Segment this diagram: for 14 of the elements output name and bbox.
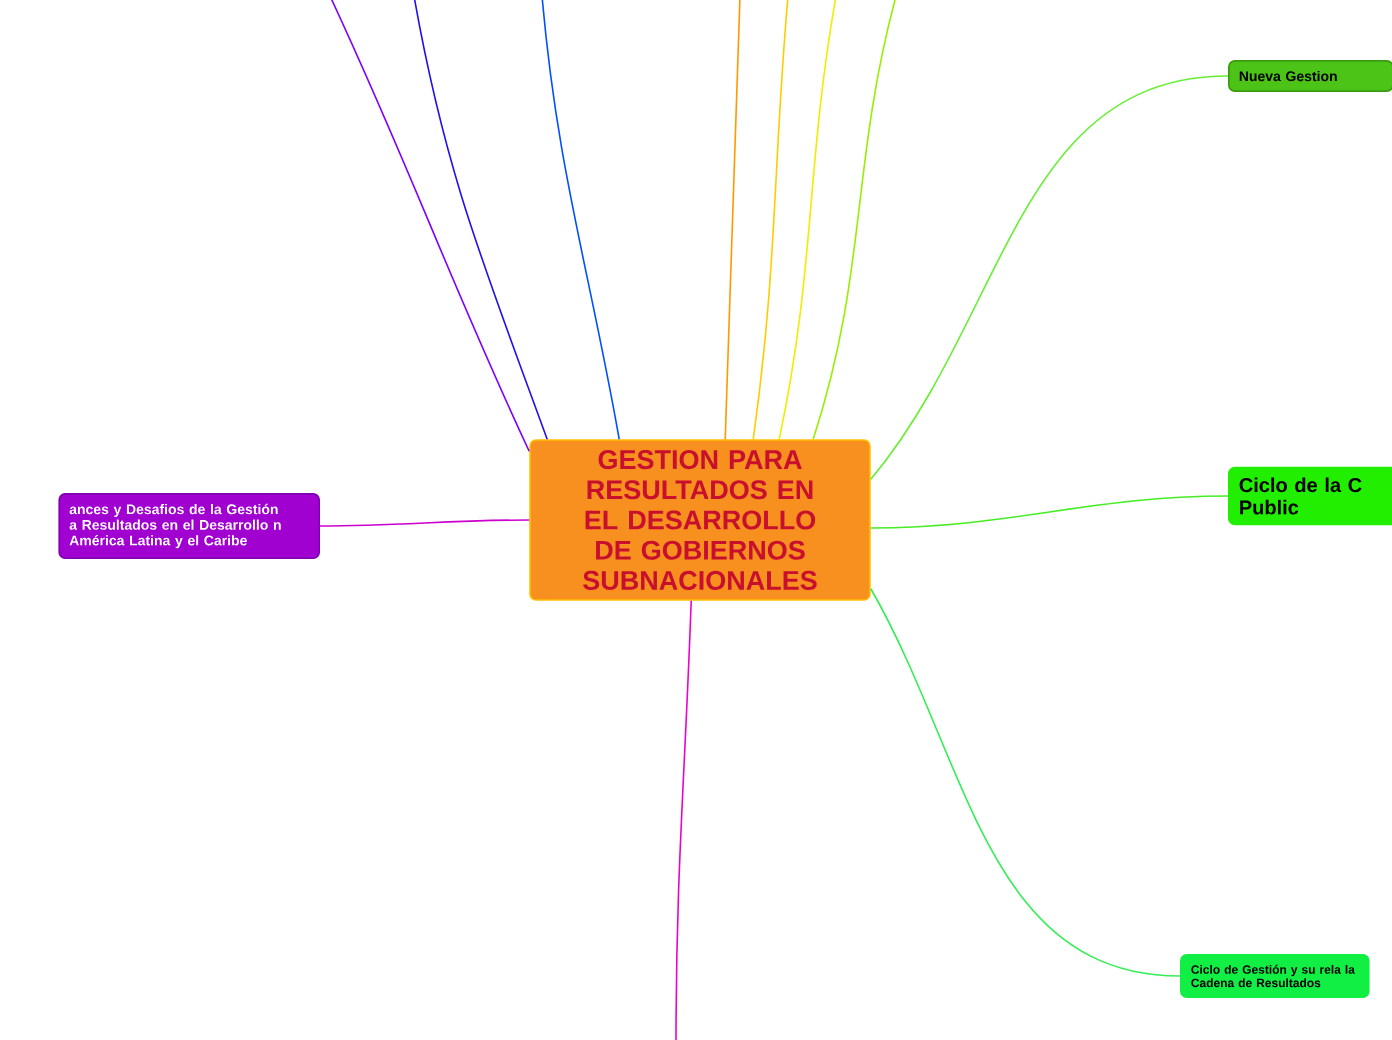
connector-line [870,495,1229,529]
connector-line [870,587,1181,977]
connector-line [541,0,620,441]
connector-line [778,0,837,441]
subtopic-box: Ciclo de la C Public [1228,466,1392,526]
connector-line [870,75,1229,481]
connector-line [319,519,530,527]
connector-line [752,0,789,441]
connector-line [413,0,548,441]
topic-box: GESTION PARA RESULTADOS EN EL DESARROLLO DE GOBIERNOS SUBNACIONALES [529,439,871,601]
connector-line [724,0,741,441]
connector-line [329,0,530,453]
connector-line [675,599,692,1040]
connector-line [812,0,897,441]
